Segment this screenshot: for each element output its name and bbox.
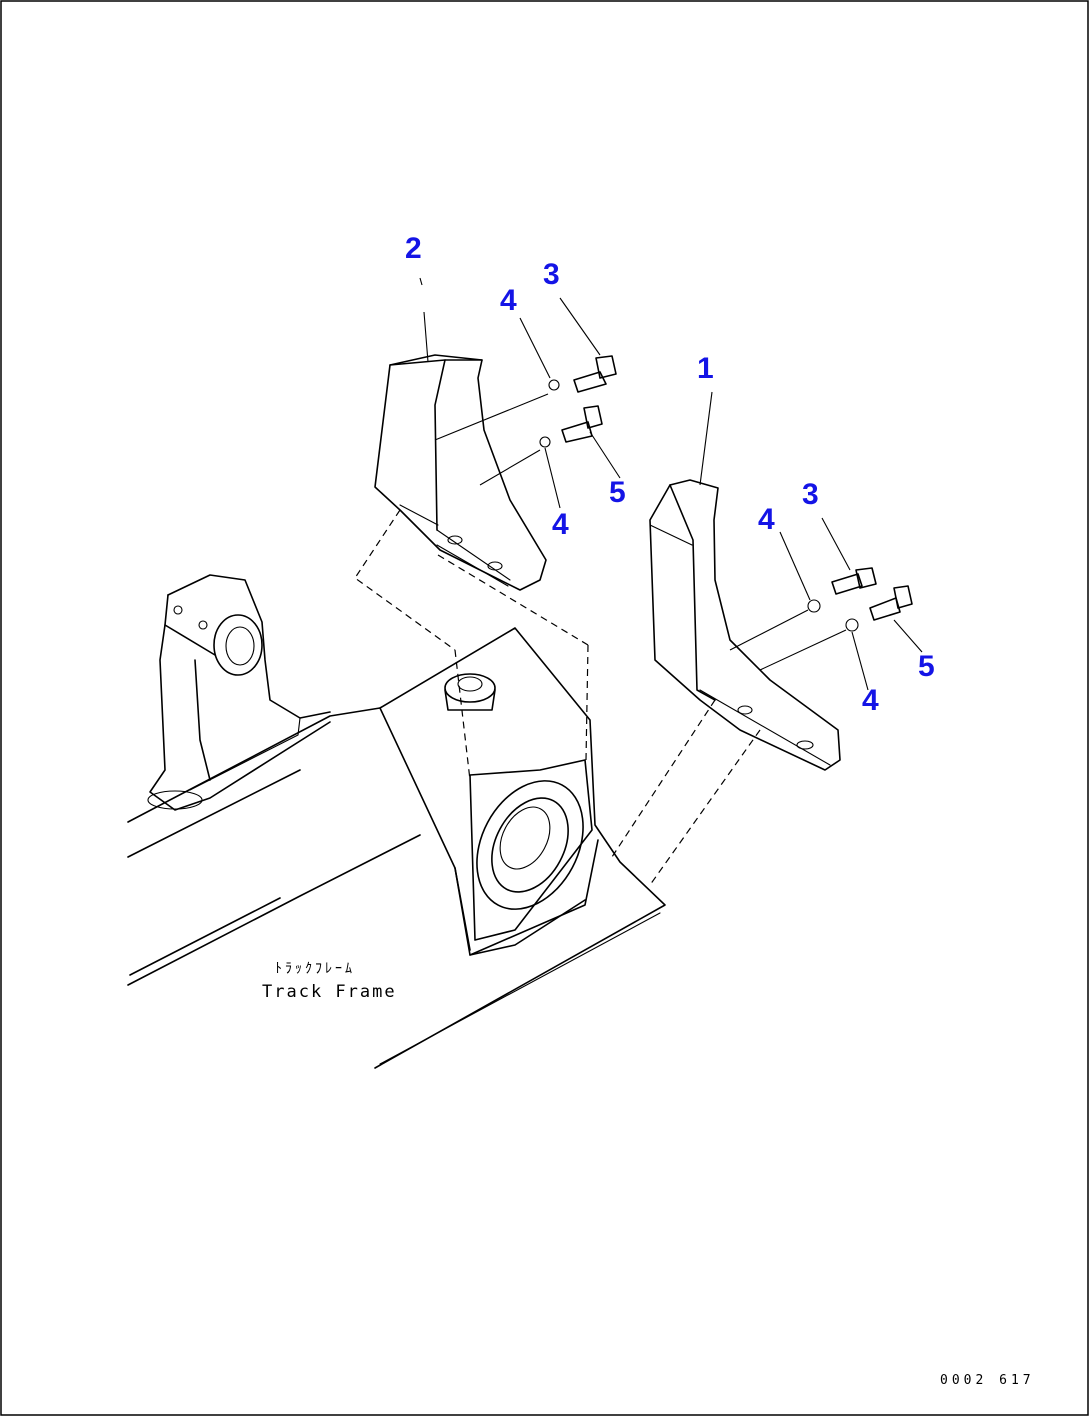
bolt-5-upper <box>561 405 603 443</box>
callout-part-4-upper-a: 4 <box>500 284 517 317</box>
track-frame <box>127 574 666 1069</box>
guard-1 <box>649 479 841 771</box>
guard-2 <box>374 354 547 591</box>
assembly-paths <box>354 509 761 886</box>
bolt-3-right <box>831 567 877 595</box>
callout-part-5-upper: 5 <box>609 476 626 509</box>
callout-part-1: 1 <box>697 352 714 385</box>
washer-4-upper-a <box>548 379 560 391</box>
callout-part-3-right: 3 <box>802 478 819 511</box>
callout-part-5-right: 5 <box>918 650 935 683</box>
callout-part-4-right-b: 4 <box>862 684 879 717</box>
frame-label-japanese: ﾄﾗｯｸﾌﾚｰﾑ <box>275 961 355 977</box>
callout-part-2: 2 <box>405 232 422 265</box>
bolt-5-right <box>869 585 913 621</box>
callout-part-3-upper: 3 <box>543 258 560 291</box>
callout-part-4-right-a: 4 <box>758 503 775 536</box>
bolt-3-upper <box>573 355 617 393</box>
frame-label-english: Track Frame <box>262 982 397 1002</box>
leader-lines <box>419 277 923 691</box>
callout-part-4-upper-b: 4 <box>552 508 569 541</box>
washer-4-upper-b <box>539 436 551 448</box>
washer-4-right-a <box>807 599 821 613</box>
washer-4-right-b <box>845 618 859 632</box>
figure-code: 0002 617 <box>940 1373 1035 1388</box>
